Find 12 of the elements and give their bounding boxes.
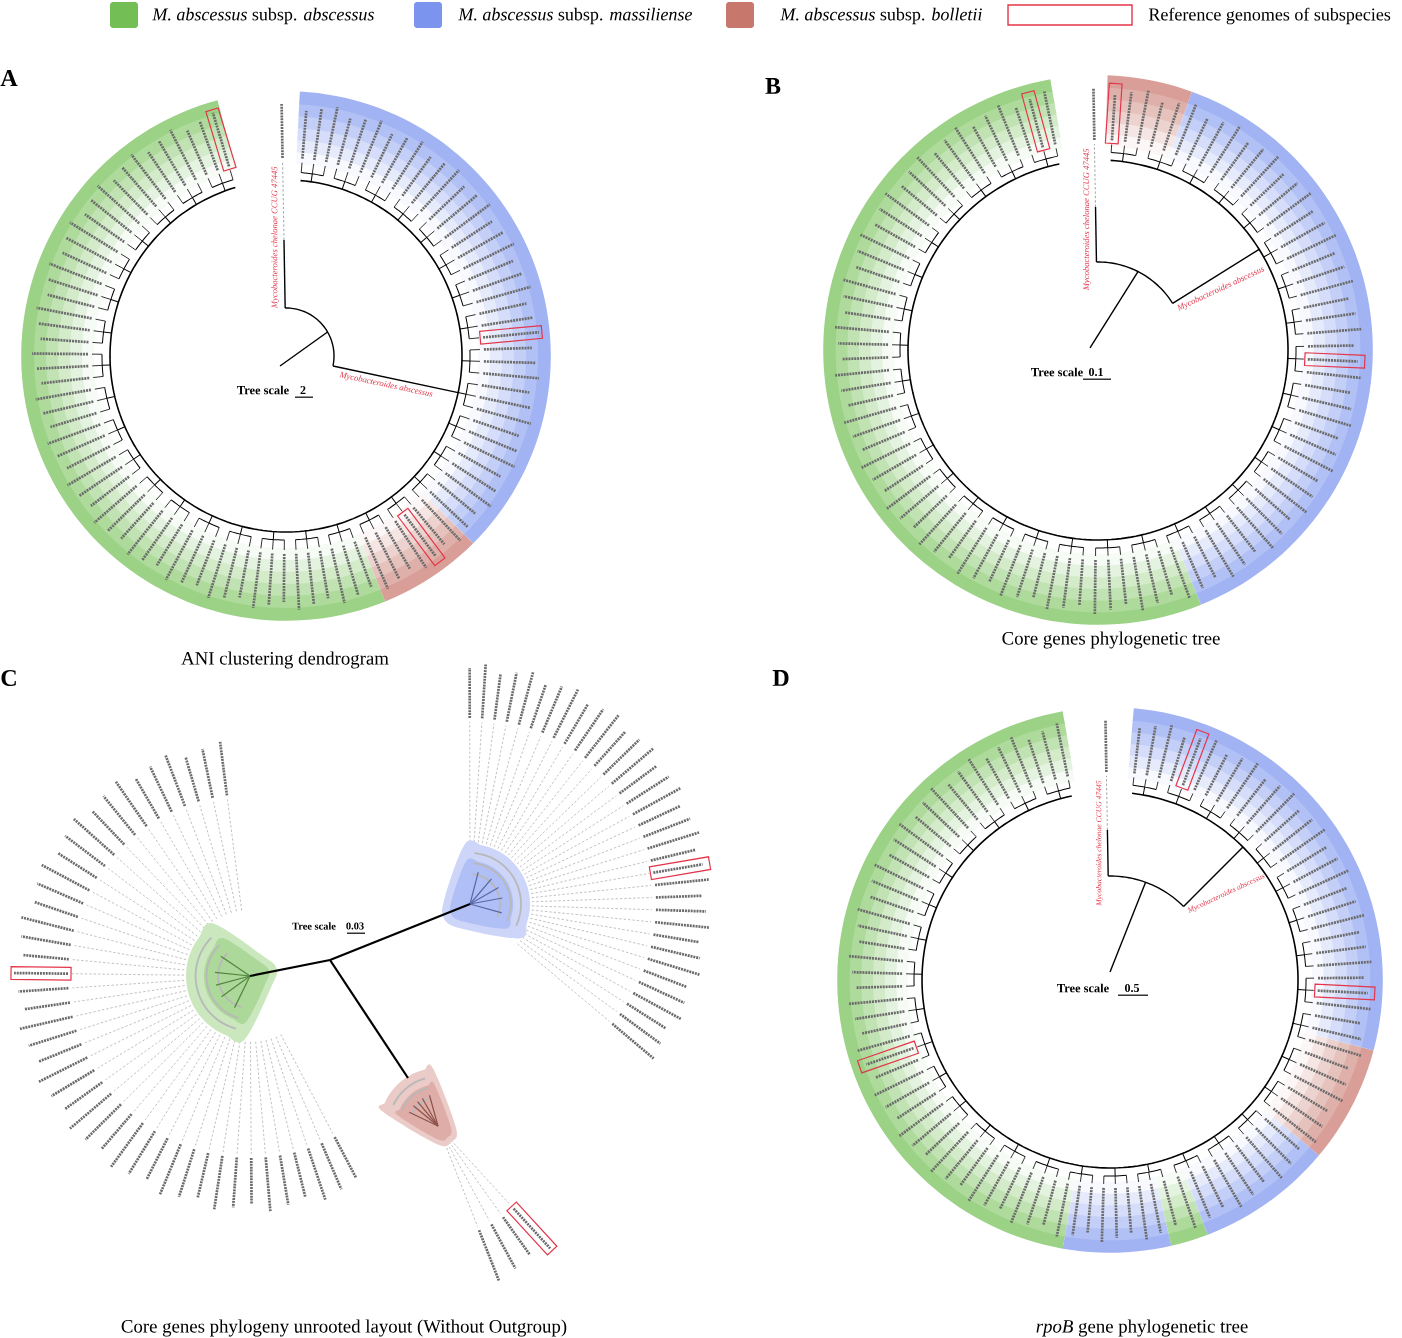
- panel-letter: C: [1, 669, 16, 687]
- panel-letter: A: [0, 70, 18, 86]
- legend-label: M. abscessus subsp. abscessus: [152, 7, 374, 25]
- panel-caption: ANI clustering dendrogram: [181, 651, 389, 669]
- panel-caption: Core genes phylogenetic tree: [1002, 631, 1220, 649]
- legend-label: M. abscessus subsp. massiliense: [458, 7, 692, 25]
- panel-letter: D: [772, 670, 789, 686]
- panel-caption: Core genes phylogeny unrooted layout (Without Outgroup): [121, 1319, 567, 1337]
- legend-label: Reference genomes of subspecies: [1148, 7, 1391, 25]
- legend-label: M. abscessus subsp. bolletii: [780, 7, 982, 25]
- panel-letter: B: [765, 78, 781, 94]
- panel-caption: rpoB gene phylogenetic tree: [1036, 1319, 1248, 1337]
